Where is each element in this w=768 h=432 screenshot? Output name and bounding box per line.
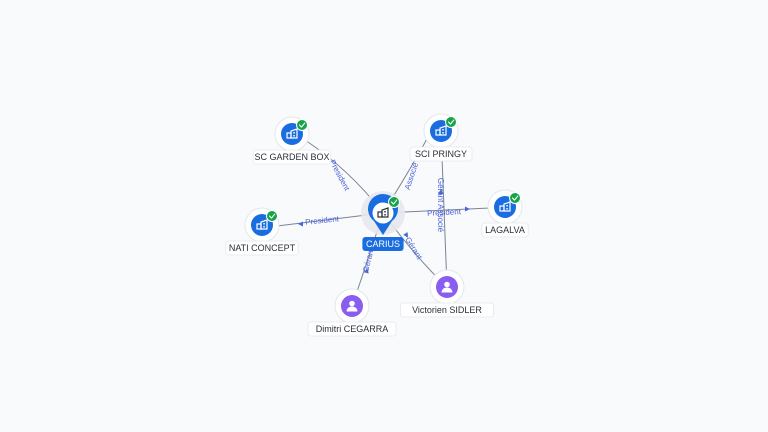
edge-label: President bbox=[328, 158, 352, 193]
edge-label-text: President bbox=[427, 207, 462, 218]
building-icon bbox=[377, 207, 389, 218]
edge-label: President bbox=[305, 214, 340, 227]
node-label-text: LAGALVA bbox=[485, 225, 525, 235]
edge-label-text: Gérant bbox=[403, 236, 424, 262]
node-label: NATI CONCEPT bbox=[225, 240, 299, 256]
node-label: SC GARDEN BOX bbox=[252, 149, 332, 165]
arrow-icon bbox=[298, 221, 303, 227]
check-badge-icon bbox=[388, 196, 400, 208]
node-label: CARIUS bbox=[362, 237, 404, 251]
node-label-text: NATI CONCEPT bbox=[229, 243, 296, 253]
edge-label-text: President bbox=[328, 158, 352, 193]
node-lagalva[interactable]: LAGALVA bbox=[481, 189, 529, 238]
arrow-icon bbox=[438, 189, 444, 194]
edge-label-text: Gérant Associé bbox=[436, 178, 445, 233]
building-icon bbox=[499, 201, 511, 212]
edge-label: President bbox=[427, 207, 462, 218]
center-node-carius[interactable]: CARIUS bbox=[361, 191, 405, 251]
check-badge-icon bbox=[296, 119, 308, 131]
node-sci-pringy[interactable]: SCI PRINGY bbox=[409, 113, 473, 162]
check-badge-icon bbox=[509, 192, 521, 204]
arrow-icon bbox=[363, 268, 369, 274]
person-icon bbox=[346, 300, 358, 312]
arrow-icon bbox=[465, 206, 470, 212]
node-victorien-sidler[interactable]: Victorien SIDLER bbox=[399, 269, 494, 318]
edge-label-text: President bbox=[305, 214, 340, 227]
node-dimitri-cegarra[interactable]: Dimitri CEGARRA bbox=[307, 288, 397, 337]
building-icon bbox=[256, 219, 268, 230]
node-label-text: SC GARDEN BOX bbox=[254, 152, 329, 162]
check-badge-icon bbox=[266, 210, 278, 222]
node-label-text: Dimitri CEGARRA bbox=[316, 324, 389, 334]
node-label: LAGALVA bbox=[481, 222, 529, 238]
node-label-text: Victorien SIDLER bbox=[412, 305, 482, 315]
node-label: Dimitri CEGARRA bbox=[307, 321, 397, 337]
node-label-text: CARIUS bbox=[366, 239, 400, 249]
check-badge-icon bbox=[445, 116, 457, 128]
arrow-icon bbox=[403, 232, 409, 238]
node-label: SCI PRINGY bbox=[409, 146, 473, 162]
building-icon bbox=[435, 125, 447, 136]
node-sc-garden-box[interactable]: SC GARDEN BOX bbox=[252, 116, 332, 165]
node-label: Victorien SIDLER bbox=[399, 302, 494, 318]
nodes-layer: SC GARDEN BOX SCI PRINGY LAGALVA NATI CONCE… bbox=[225, 113, 529, 337]
node-nati-concept[interactable]: NATI CONCEPT bbox=[225, 207, 299, 256]
building-icon bbox=[286, 128, 298, 139]
person-icon bbox=[441, 281, 453, 293]
node-label-text: SCI PRINGY bbox=[415, 149, 467, 159]
edge-label: Gérant Associé bbox=[436, 178, 445, 233]
edge-label: Gérant bbox=[403, 236, 424, 262]
